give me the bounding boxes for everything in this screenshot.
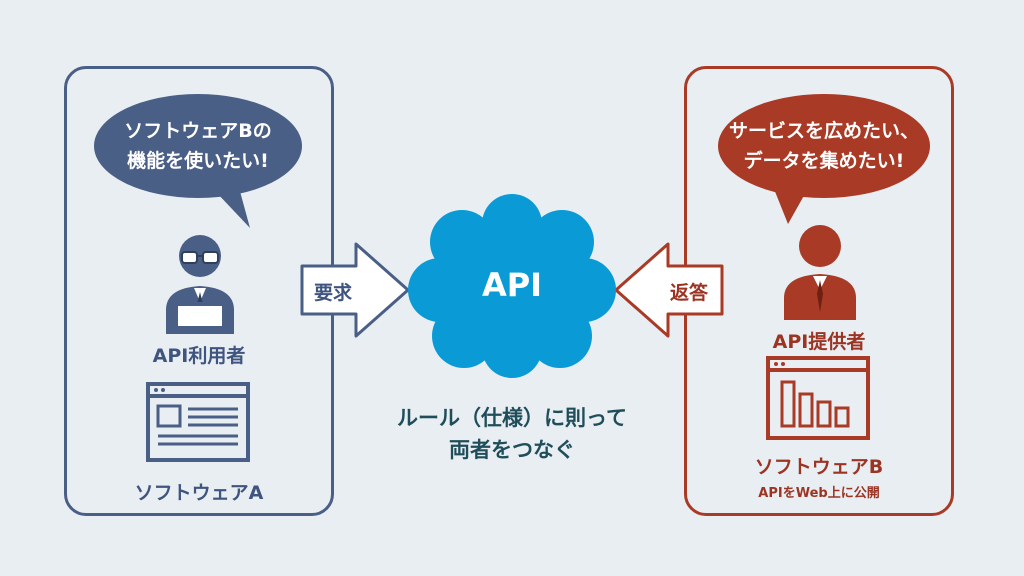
software-b-sub-label: APIをWeb上に公開 — [758, 486, 880, 501]
left-bubble-line2: 機能を使いたい! — [127, 150, 269, 172]
left-speech-bubble — [94, 94, 302, 228]
user-with-glasses-laptop-icon — [166, 235, 234, 334]
center-caption: ルール（仕様）に則って 両者をつなぐ — [372, 402, 652, 466]
caption-line1: ルール（仕様）に則って — [397, 406, 627, 430]
api-user-label: API利用者 — [152, 345, 246, 367]
software-a-label: ソフトウェアA — [134, 482, 264, 504]
response-label: 返答 — [669, 282, 708, 304]
user-icon — [784, 225, 856, 320]
arrow-left-icon — [614, 242, 724, 338]
request-label: 要求 — [313, 282, 352, 304]
right-speech-bubble — [718, 94, 930, 224]
right-bubble-line2: データを集めたい! — [743, 150, 905, 172]
cloud-label: API — [481, 266, 543, 304]
browser-window-icon — [146, 382, 250, 462]
left-bubble-line1: ソフトウェアBの — [124, 120, 272, 142]
software-b-label: ソフトウェアB — [754, 456, 884, 478]
cloud-icon — [408, 194, 616, 378]
bar-chart-window-icon — [766, 356, 870, 440]
api-provider-label: API提供者 — [772, 331, 866, 353]
right-bubble-text: サービスを広めたい、 データを集めたい! — [708, 116, 940, 176]
arrow-right-icon — [300, 242, 410, 338]
caption-line2: 両者をつなぐ — [449, 438, 575, 462]
left-bubble-text: ソフトウェアBの 機能を使いたい! — [88, 116, 308, 176]
right-bubble-line1: サービスを広めたい、 — [728, 120, 919, 142]
